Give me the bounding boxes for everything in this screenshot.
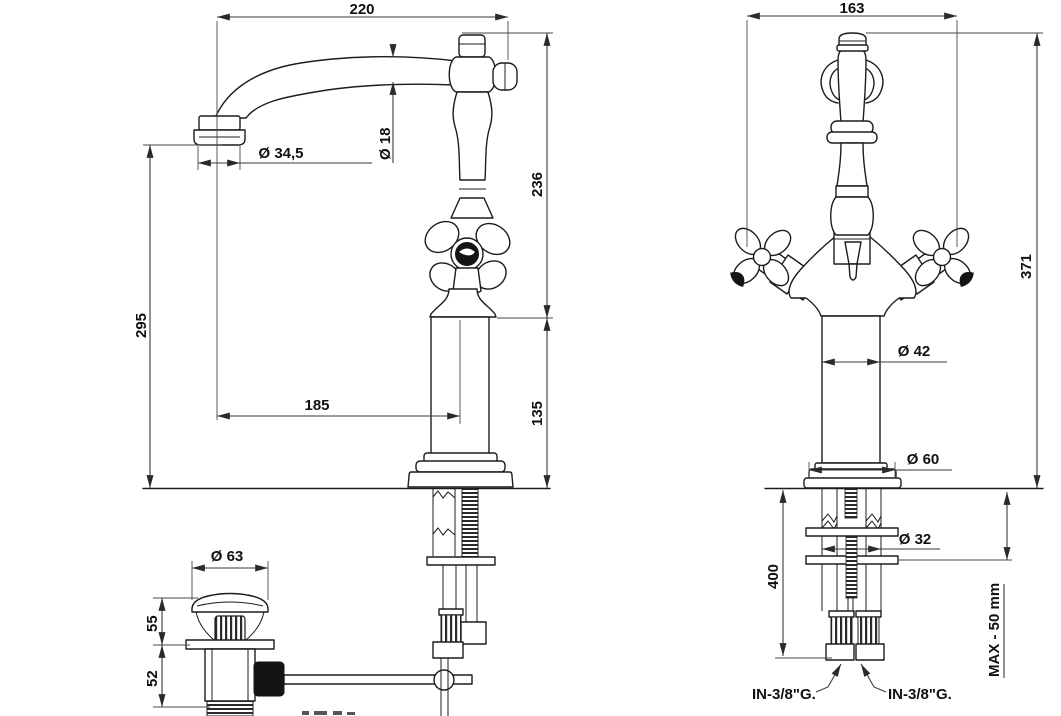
- dim-drain-upper-height: 55: [144, 598, 166, 645]
- dim-body-diameter: Ø 42: [822, 343, 947, 366]
- dim-shank-diameter: Ø 32: [822, 531, 940, 553]
- side-hose-collar: [438, 608, 464, 616]
- dim-label-236: 236: [529, 172, 546, 197]
- dim-label-135: 135: [529, 401, 546, 426]
- front-spout-ring-left: [820, 59, 839, 104]
- side-hose-coupling: [440, 614, 462, 643]
- dim-outlet-diameter: Ø 34,5: [198, 145, 372, 167]
- drain-body: [204, 648, 256, 702]
- front-spout-ring-right: [865, 59, 884, 104]
- side-top-cap: [458, 34, 486, 58]
- front-center-thread-upper: [844, 488, 858, 519]
- drain-flange: [185, 639, 275, 650]
- clipped-text-fragment: [302, 711, 355, 715]
- front-hose-collar-left: [828, 610, 855, 618]
- side-base-step2: [415, 460, 506, 473]
- front-underdeck-parts: [805, 488, 899, 661]
- side-escutcheon: [429, 288, 497, 318]
- front-view-drawing: [730, 32, 995, 661]
- dim-outlet-to-axis: 185: [217, 397, 460, 420]
- front-baluster-band: [835, 185, 869, 198]
- dim-label-371: 371: [1018, 254, 1035, 279]
- dim-spout-reach: 220: [217, 1, 508, 21]
- dim-label-34-5: Ø 34,5: [258, 145, 303, 162]
- side-spout-tube: [214, 56, 457, 119]
- dim-total-height: 371: [1018, 33, 1041, 488]
- front-tip-cap: [838, 32, 867, 48]
- side-cone: [450, 197, 494, 219]
- dim-drain-cap-diameter: Ø 63: [192, 548, 268, 572]
- dimensions-side-view: 220 Ø 34,5 Ø 18 295 185 236: [133, 1, 553, 488]
- dim-handles-width: 163: [747, 0, 957, 20]
- inlet-label-right: IN-3/8"G.: [888, 686, 952, 703]
- dim-label-max-50: MAX - 50 mm: [986, 583, 1003, 677]
- front-aerator-tip: [848, 263, 858, 281]
- dim-lower-body-height: 135: [529, 318, 551, 488]
- side-baluster: [452, 91, 493, 181]
- dim-label-220: 220: [349, 1, 374, 18]
- dim-hose-length: 400: [765, 490, 787, 656]
- front-baluster-barrel: [830, 196, 874, 236]
- dim-upper-body-height: 236: [529, 33, 551, 318]
- dim-label-32: Ø 32: [899, 531, 932, 548]
- dim-label-60: Ø 60: [907, 451, 940, 468]
- inlet-label-left: IN-3/8"G.: [752, 686, 816, 703]
- drain-plug-cap: [191, 592, 269, 613]
- front-baluster-taper: [836, 142, 868, 187]
- side-ball-joint: [448, 56, 497, 93]
- front-hose-collar-right: [855, 610, 882, 618]
- inlet-labels: IN-3/8"G. IN-3/8"G.: [752, 663, 952, 703]
- drain-thread: [206, 700, 254, 716]
- dim-spout-tube-diameter: Ø 18: [377, 44, 397, 163]
- dimensions-drain: Ø 63 55 52: [144, 548, 269, 708]
- side-base-skirt: [407, 471, 514, 488]
- front-spout-column: [837, 47, 867, 124]
- dim-label-400: 400: [765, 564, 782, 589]
- front-hose-nut-right: [855, 643, 885, 661]
- dim-drain-lower-height: 52: [144, 645, 166, 707]
- popup-rod-ball-joint: [433, 669, 455, 691]
- handle-shadow-crescent: [730, 272, 745, 288]
- dim-max-deck-thickness: MAX - 50 mm: [986, 492, 1011, 678]
- side-mounting-nut: [460, 621, 487, 645]
- drain-lever-knob: [253, 661, 285, 697]
- dim-label-63: Ø 63: [211, 548, 244, 565]
- side-spout-outlet-band: [198, 115, 241, 131]
- dim-label-42: Ø 42: [898, 343, 931, 360]
- front-hose-coupling-left: [830, 616, 853, 645]
- side-underdeck-parts: [283, 488, 496, 716]
- side-mounting-washer: [426, 556, 496, 566]
- dim-label-52: 52: [144, 670, 161, 687]
- dimensions-front-view: 163 371 Ø 42 Ø 60 400 Ø 32: [746, 0, 1043, 703]
- drain-knurled-collar: [214, 615, 246, 643]
- front-hose-nut-left: [825, 643, 855, 661]
- front-hose-coupling-right: [857, 616, 880, 645]
- dim-label-163: 163: [839, 0, 864, 17]
- cross-handle-front: [730, 227, 792, 288]
- front-center-thread-lower: [845, 535, 858, 599]
- dim-label-18: Ø 18: [377, 127, 394, 160]
- dim-outlet-height: 295: [133, 145, 154, 488]
- front-mounting-washer1: [805, 527, 899, 537]
- dim-label-55: 55: [144, 615, 161, 632]
- front-column: [821, 315, 881, 464]
- side-hose-nut: [432, 641, 464, 659]
- drain-assembly-drawing: [185, 592, 355, 716]
- side-threaded-stud: [461, 488, 479, 559]
- dim-label-185: 185: [304, 397, 329, 414]
- front-collar-band2: [826, 131, 878, 144]
- side-view-drawing: [193, 34, 518, 716]
- dim-base-diameter: Ø 60: [809, 451, 952, 474]
- dim-label-295: 295: [133, 313, 150, 338]
- side-cross-handle: [424, 220, 511, 296]
- front-base-skirt: [803, 477, 902, 489]
